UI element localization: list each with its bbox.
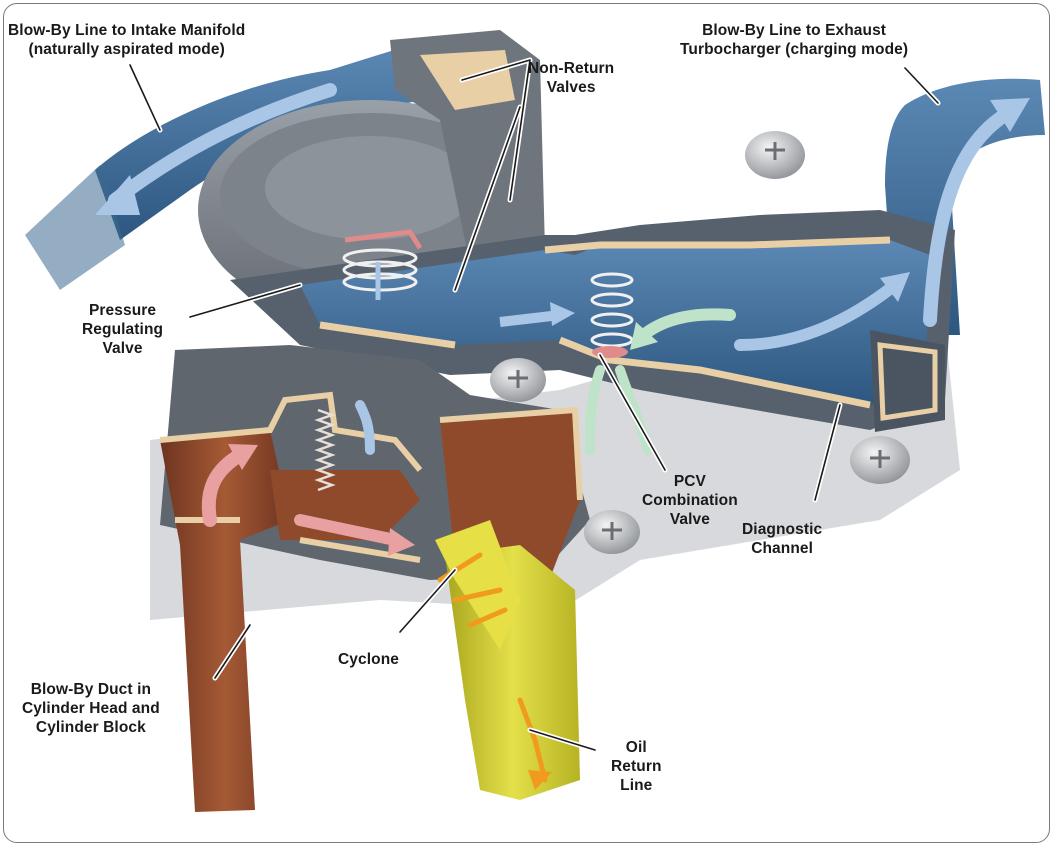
bolt-right — [850, 436, 910, 484]
bolt-top — [745, 131, 805, 179]
bolt-lower — [584, 510, 640, 554]
label-blowby-exhaust: Blow-By Line to Exhaust Turbocharger (ch… — [680, 21, 908, 59]
label-cyclone: Cyclone — [338, 650, 399, 669]
label-non-return-valves: Non-Return Valves — [528, 59, 614, 97]
label-blowby-duct: Blow-By Duct in Cylinder Head and Cylind… — [22, 680, 160, 737]
bolt-middle — [490, 358, 546, 402]
label-pressure-regulating-valve: Pressure Regulating Valve — [82, 301, 163, 358]
blowby-duct-copper — [160, 430, 290, 812]
label-oil-return-line: Oil Return Line — [611, 738, 662, 795]
label-blowby-intake: Blow-By Line to Intake Manifold (natural… — [8, 21, 245, 59]
pressure-valve-cover-ring — [265, 136, 475, 240]
label-pcv-combination-valve: PCV Combination Valve — [642, 472, 738, 529]
label-diagnostic-channel: Diagnostic Channel — [742, 520, 822, 558]
